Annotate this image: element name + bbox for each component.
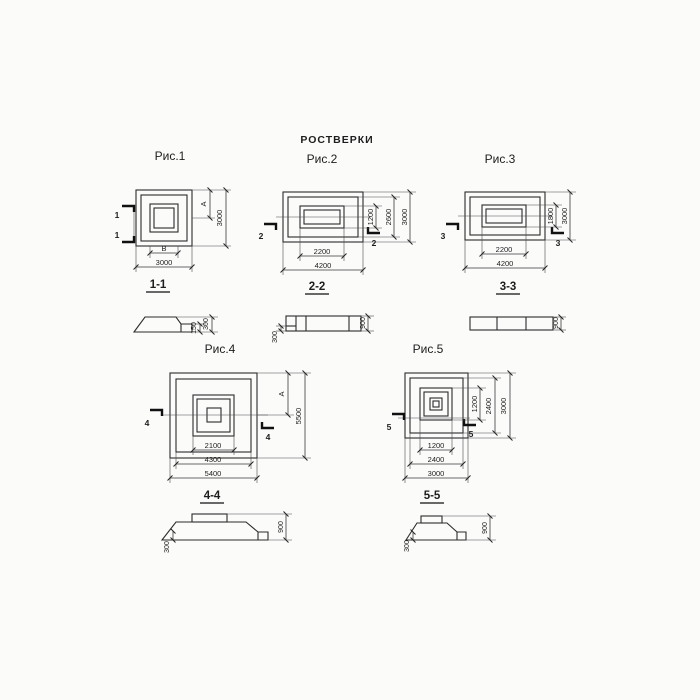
fig3-plan: 3 3 1800 3000 2200 4200 [441, 189, 576, 273]
fig5-caption: Рис.5 [413, 342, 444, 356]
fig5-dim-bottom-mid: 2400 [428, 455, 445, 464]
fig5-section: 5-5 300 900 [404, 490, 496, 552]
fig5-dim-right-mid: 2400 [484, 398, 493, 415]
figure-3: Рис.3 3 3 1800 3000 2200 [441, 152, 576, 333]
fig4-section-title: 4-4 [204, 490, 221, 502]
fig4-cut-flag-left [150, 408, 164, 416]
fig5-plan: 5 5 1200 2400 3000 1200 2400 [387, 370, 516, 483]
fig5-section-dim-step: 300 [404, 540, 411, 552]
fig5-section-title: 5-5 [424, 490, 441, 502]
fig2-cut-flag-left [264, 222, 278, 230]
fig4-caption: Рис.4 [205, 342, 236, 356]
fig3-dim-bottom-outer: 4200 [497, 259, 514, 268]
fig2-section-profile [285, 315, 362, 332]
fig2-section-dim-height: 900 [360, 317, 367, 329]
fig5-section-dim-height: 900 [482, 522, 489, 534]
fig3-cut-flag-right [550, 227, 564, 235]
fig2-cut-label-left: 2 [259, 231, 264, 241]
fig3-cut-label-left: 3 [441, 231, 446, 241]
fig3-dim-right-opening: 1800 [546, 208, 555, 225]
fig2-dim-right-mid: 2600 [384, 209, 393, 226]
fig2-section: 2-2 300 900 [272, 281, 374, 343]
fig3-dim-right-outer: 3000 [560, 208, 569, 225]
figure-2: Рис.2 2 2 1200 2600 3000 [259, 152, 416, 343]
figure-1: Рис.1 1 1 А 3000 В [115, 149, 231, 335]
fig4-cut-flag-right [260, 422, 274, 430]
fig5-cut-label-left: 5 [387, 422, 392, 432]
fig2-dim-right-opening: 1200 [366, 209, 375, 226]
fig1-section: 1-1 150 300 [132, 279, 218, 335]
fig4-section: 4-4 300 900 [160, 490, 292, 553]
fig5-dim-right-opening: 1200 [470, 396, 479, 413]
fig3-section-profile [469, 316, 554, 331]
fig5-cut-label-right: 5 [469, 429, 474, 439]
fig4-cut-label-right: 4 [266, 432, 271, 442]
fig2-plan: 2 2 1200 2600 3000 2200 4200 [259, 189, 416, 275]
fig1-cut-flag-bottom [122, 236, 136, 244]
fig1-section-dim-step: 150 [191, 322, 198, 334]
fig1-dim-bottom-inner: В [161, 244, 166, 253]
fig2-cut-label-right: 2 [372, 238, 377, 248]
fig2-section-dim-step: 300 [272, 331, 279, 343]
fig1-dim-right-outer: 3000 [215, 210, 224, 227]
fig1-plan: 1 1 А 3000 В 3000 [115, 187, 231, 272]
fig4-dim-bottom-mid: 4300 [205, 455, 222, 464]
fig5-dim-bottom-opening: 1200 [428, 441, 445, 450]
fig3-dim-bottom-opening: 2200 [496, 245, 513, 254]
fig3-section-title: 3-3 [500, 281, 517, 293]
fig3-section: 3-3 900 [469, 281, 566, 333]
figure-5: Рис.5 5 5 1200 2400 3000 [387, 342, 516, 552]
fig2-dim-bottom-outer: 4200 [315, 261, 332, 270]
fig4-plan: 4 4 А 5500 2100 4300 5400 [145, 370, 311, 483]
fig2-caption: Рис.2 [307, 152, 338, 166]
fig4-dim-bottom-outer: 5400 [205, 469, 222, 478]
fig5-dim-right-outer: 3000 [499, 398, 508, 415]
fig4-section-dim-height: 900 [278, 521, 285, 533]
fig3-cut-label-right: 3 [556, 238, 561, 248]
fig1-caption: Рис.1 [155, 149, 186, 163]
fig1-cut-flag-top [122, 204, 136, 212]
fig1-section-profile [132, 316, 193, 333]
fig4-dim-bottom-opening: 2100 [205, 441, 222, 450]
fig3-cut-flag-left [446, 222, 460, 230]
fig4-dim-right-outer: 5500 [294, 408, 303, 425]
fig2-dim-bottom-opening: 2200 [314, 247, 331, 256]
fig3-section-dim-height: 900 [553, 317, 560, 329]
fig2-section-title: 2-2 [309, 281, 326, 293]
fig1-section-title: 1-1 [150, 279, 167, 291]
fig1-cut-label-bottom: 1 [115, 230, 120, 240]
fig5-dim-bottom-outer: 3000 [428, 469, 445, 478]
fig2-dim-right-outer: 3000 [400, 209, 409, 226]
fig5-cut-flag-left [392, 412, 406, 420]
fig3-caption: Рис.3 [485, 152, 516, 166]
fig4-section-profile [160, 521, 269, 541]
fig2-cut-flag-right [366, 227, 380, 235]
sheet-title: РОСТВЕРКИ [300, 134, 373, 146]
fig4-dim-right-inner: А [277, 391, 286, 396]
fig1-cut-label-top: 1 [115, 210, 120, 220]
figure-4: Рис.4 4 4 А 5500 2100 [145, 342, 311, 553]
fig5-cut-flag-right [462, 419, 476, 427]
fig4-cut-label-left: 4 [145, 418, 150, 428]
fig4-section-dim-step: 300 [164, 541, 171, 553]
fig1-dim-right-inner: А [199, 201, 208, 206]
fig1-dim-bottom-outer: 3000 [156, 258, 173, 267]
fig1-section-dim-total: 300 [203, 318, 210, 330]
